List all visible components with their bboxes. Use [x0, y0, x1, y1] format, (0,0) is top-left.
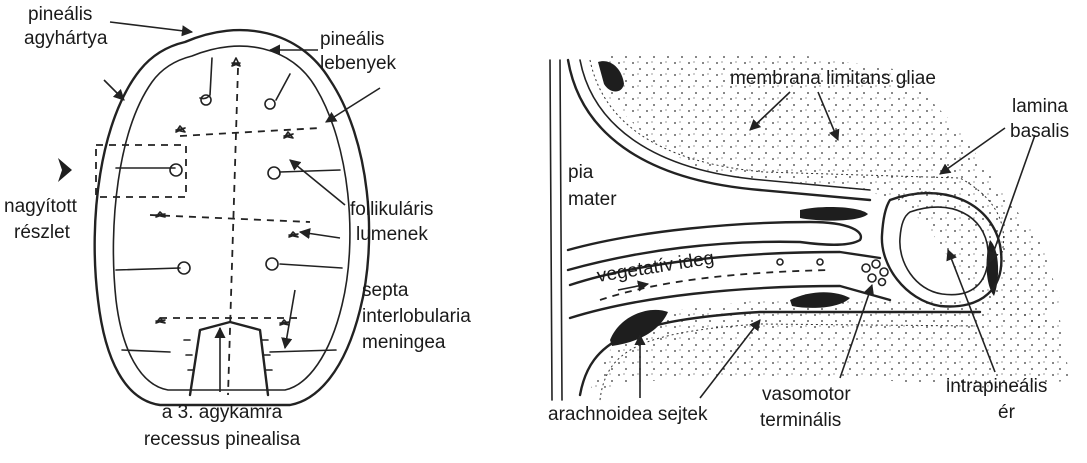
septum-bulb: [268, 167, 280, 179]
lobule-boundary: [180, 128, 320, 136]
vasomotor-terminal-cluster: [777, 259, 888, 286]
magnified-arrow-icon: [58, 158, 72, 182]
septum-bulb: [266, 258, 278, 270]
gland-capsule-outline: [95, 30, 369, 405]
label-vasomotor-1: vasomotor: [762, 384, 851, 405]
leader-arrow: [104, 80, 124, 100]
pia-mater-line: [550, 60, 552, 400]
label-septa-1: septa: [362, 280, 409, 301]
lobule-boundary: [150, 215, 310, 222]
septum-bulb: [170, 164, 182, 176]
lobule-boundary-vertical: [228, 68, 238, 395]
label-follikularis-2: lumenek: [356, 224, 428, 245]
label-septa-3: meningea: [362, 332, 446, 353]
label-nagyitott-2: részlet: [14, 222, 71, 243]
magnified-detail-box: [96, 145, 186, 197]
label-pia-1: pia: [568, 162, 594, 183]
pineal-gland-overview: pineális agyhártya pineális lebenyek nag…: [4, 4, 471, 450]
septum-bulb: [265, 99, 275, 109]
septum-right-1: [280, 170, 340, 172]
leader-arrow: [326, 88, 380, 122]
arachnoid-cell: [800, 207, 868, 221]
septum-bulb: [201, 95, 211, 105]
label-recessus-2: recessus pinealisa: [144, 429, 301, 450]
label-pinealis-lebenyek-1: pineális: [320, 29, 384, 50]
leader-arrow: [290, 160, 345, 205]
label-follikularis-1: follikuláris: [350, 199, 433, 220]
label-intrapinealis-2: ér: [998, 402, 1016, 423]
label-septa-2: interlobularia: [362, 306, 471, 327]
label-pinealis-agyhartya-2: agyhártya: [24, 28, 108, 49]
label-pinealis-lebenyek-2: lebenyek: [320, 53, 397, 74]
leader-arrow: [300, 232, 340, 238]
septum-top-left: [200, 58, 212, 99]
magnified-detail: membrana limitans gliae lamina basalis p…: [548, 55, 1070, 431]
label-vegetativ-ideg: vegetatív ideg: [595, 248, 715, 287]
label-vasomotor-2: terminális: [760, 410, 841, 431]
label-recessus-1: a 3. agykamra: [162, 402, 283, 423]
label-arachnoidea: arachnoidea sejtek: [548, 404, 708, 425]
label-pia-2: mater: [568, 189, 617, 210]
septum-right-2: [280, 264, 342, 268]
label-intrapinealis-1: intrapineális: [946, 376, 1047, 397]
label-nagyitott-1: nagyított: [4, 196, 78, 217]
label-membrana-limitans: membrana limitans gliae: [730, 68, 936, 89]
leader-arrow: [110, 22, 192, 32]
septum-top-right: [276, 74, 290, 100]
label-pinealis-agyhartya-1: pineális: [28, 4, 92, 25]
label-lamina-2: basalis: [1010, 121, 1069, 142]
label-lamina-1: lamina: [1012, 96, 1068, 117]
pia-mater-line: [560, 60, 562, 400]
septum-left-2: [116, 268, 180, 270]
leader-arrow: [285, 290, 295, 348]
